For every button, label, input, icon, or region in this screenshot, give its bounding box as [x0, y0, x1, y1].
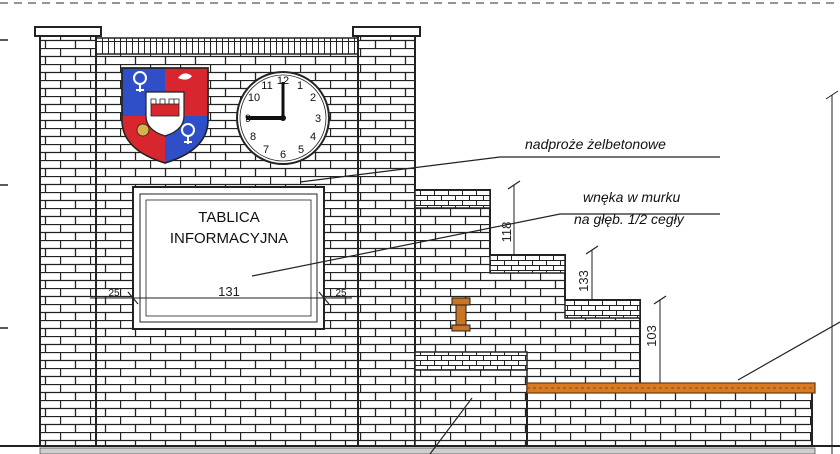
step3-height-label: 103: [644, 325, 659, 347]
sign-width-dimension: 131 25 25: [90, 284, 352, 305]
step2-height-label: 133: [576, 270, 591, 292]
clock-numeral-3: 3: [315, 113, 321, 125]
clock-icon: 12 1 2 3 4 5 6 7 8 9 10 11: [236, 71, 330, 165]
sign-title-line1: TABLICA: [198, 209, 259, 226]
niche-label-line1: wnęka w murku: [583, 189, 680, 205]
coat-of-arms-icon: [121, 67, 209, 164]
lamp-icon: [451, 297, 471, 332]
right-pillar: [352, 26, 421, 447]
left-pillar: [34, 26, 102, 447]
leader-lines: [251, 156, 840, 454]
clock-numeral-8: 8: [250, 131, 256, 143]
clock-numeral-7: 7: [263, 144, 269, 156]
step1-height-label: 118: [499, 222, 514, 243]
clock-numeral-1: 1: [297, 80, 303, 92]
left-offset-label: 25: [108, 288, 120, 299]
clock-numeral-6: 6: [280, 149, 286, 161]
clock-numeral-5: 5: [298, 144, 304, 156]
information-sign: TABLICA INFORMACYJNA: [132, 186, 325, 330]
stepped-wall: [414, 189, 641, 447]
step1-dimension: 118: [499, 180, 521, 255]
sign-width-label: 131: [218, 284, 240, 299]
left-edge-ticks: [0, 39, 8, 329]
step3-dimension: 103: [644, 295, 667, 383]
ground-line: [0, 445, 840, 454]
clock-numeral-2: 2: [310, 92, 316, 104]
niche-label-line2: na głęb. 1/2 cegły: [574, 211, 685, 227]
clock-numeral-4: 4: [310, 131, 316, 143]
right-offset-label: 25: [335, 288, 347, 299]
step2-dimension: 133: [576, 245, 599, 300]
lintel-label: nadproże żelbetonowe: [525, 136, 666, 152]
clock-numeral-11: 11: [261, 80, 272, 92]
clock-numeral-12: 12: [277, 75, 289, 87]
low-wall: [526, 382, 816, 447]
sign-title-line2: INFORMACYJNA: [170, 230, 288, 247]
right-edge-dimension: [825, 90, 839, 454]
clock-numeral-10: 10: [248, 92, 260, 104]
